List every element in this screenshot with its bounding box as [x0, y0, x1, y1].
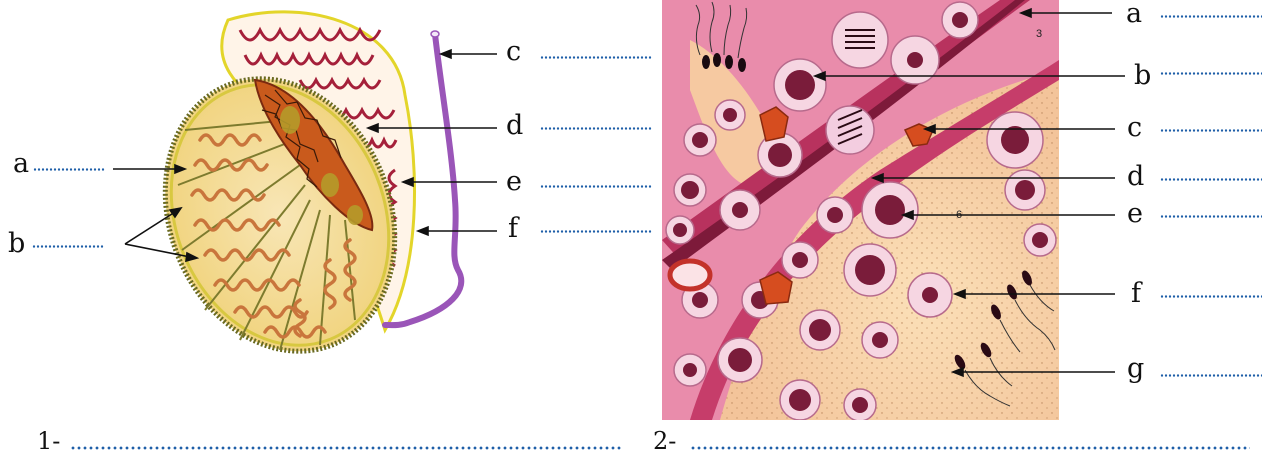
figure1-answer-blank[interactable] — [70, 446, 622, 450]
fig2-blank-g[interactable] — [1160, 374, 1262, 377]
fig1-blank-d[interactable] — [540, 127, 652, 130]
figure2-answer-blank[interactable] — [690, 446, 1250, 450]
fig1-label-e: e — [506, 168, 522, 195]
fig2-blank-f[interactable] — [1160, 295, 1262, 298]
fig2-label-d: d — [1127, 163, 1144, 190]
fig1-blank-b[interactable] — [32, 245, 104, 248]
fig1-blank-c[interactable] — [540, 56, 652, 59]
fig1-blank-a[interactable] — [33, 168, 105, 171]
fig1-label-c: c — [506, 38, 521, 65]
fig1-label-f: f — [508, 215, 518, 242]
fig2-label-b: b — [1134, 62, 1151, 89]
fig2-blank-c[interactable] — [1160, 129, 1262, 132]
fig2-label-c: c — [1127, 114, 1142, 141]
fig2-blank-b[interactable] — [1160, 72, 1262, 75]
fig2-blank-a[interactable] — [1160, 15, 1262, 18]
fig1-label-a: a — [13, 150, 29, 177]
fig2-blank-e[interactable] — [1160, 215, 1262, 218]
figure1-number: 1- — [37, 429, 60, 453]
testis-illustration — [126, 12, 462, 386]
fig2-label-e: e — [1127, 200, 1143, 227]
histology-illustration: 3 6 — [662, 0, 1059, 421]
leader-1b-upper — [125, 212, 175, 244]
fig1-label-b: b — [8, 230, 25, 257]
fig2-blank-d[interactable] — [1160, 178, 1262, 181]
fig1-label-d: d — [506, 112, 523, 139]
fig2-label-f: f — [1131, 280, 1141, 307]
fig1-blank-f[interactable] — [540, 230, 652, 233]
fig1-blank-e[interactable] — [540, 185, 652, 188]
inset-mark-3: 3 — [1036, 28, 1042, 40]
figure2-number: 2- — [653, 429, 676, 453]
fig2-label-a: a — [1126, 0, 1142, 27]
fig2-label-g: g — [1127, 355, 1144, 382]
